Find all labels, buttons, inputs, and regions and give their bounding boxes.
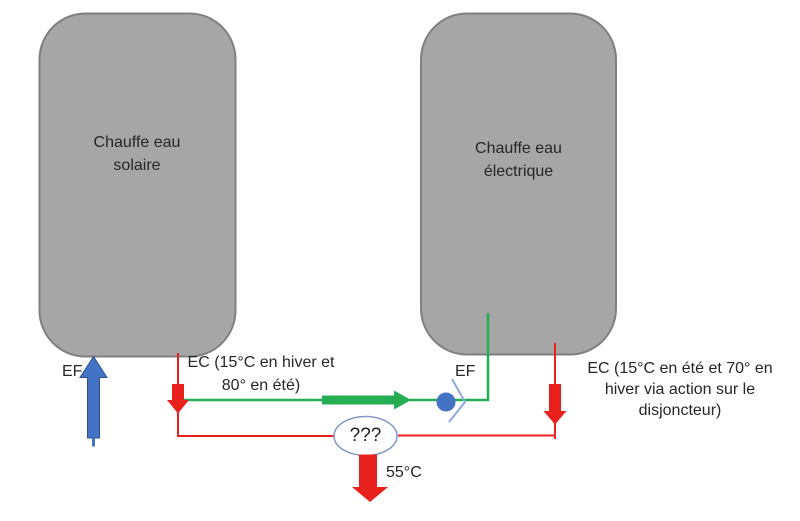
solar-tank [38,12,237,358]
green-flow-arrow [322,390,411,410]
electric-tank [420,12,617,356]
electric-hot-water-arrow [543,384,567,425]
solar-hot-water-pipe [177,353,335,437]
electric-tank-label-line2: électrique [483,163,554,180]
solar-tank-label-line1: Chauffe eau [93,134,181,151]
solar-hot-water-annotation-line1: EC (15°C en hiver et [187,354,335,371]
cold-water-label-left: EF [62,363,83,380]
solar-hot-water-arrow [167,384,189,414]
mixed-output-arrow [352,454,388,502]
cold-water-label-right: EF [455,363,476,380]
mixing-device-unknown-label: ??? [349,425,382,446]
electric-hot-water-annotation-line1: EC (15°C en été et 70° en [587,360,773,377]
check-valve-ball-icon [436,392,456,412]
electric-tank-label: Chauffe eau électrique [421,137,616,183]
cold-water-inlet-arrow [79,355,108,439]
transfer-pipe [184,313,490,402]
solar-tank-label-line2: solaire [113,157,161,174]
electric-hot-water-annotation-line2: hiver via action sur le [604,381,756,398]
electric-hot-water-annotation: EC (15°C en été et 70° en hiver via acti… [560,358,800,421]
electric-tank-label-line1: Chauffe eau [475,140,562,157]
solar-hot-water-annotation: EC (15°C en hiver et 80° en été) [176,352,346,397]
solar-tank-label: Chauffe eau solaire [39,131,235,177]
electric-hot-water-pipe [398,343,556,439]
electric-hot-water-annotation-line3: disjoncteur) [638,402,722,419]
solar-hot-water-annotation-line2: 80° en été) [221,376,301,394]
check-valve-seat-icon [448,378,467,423]
output-temperature-label: 55°C [386,464,422,481]
